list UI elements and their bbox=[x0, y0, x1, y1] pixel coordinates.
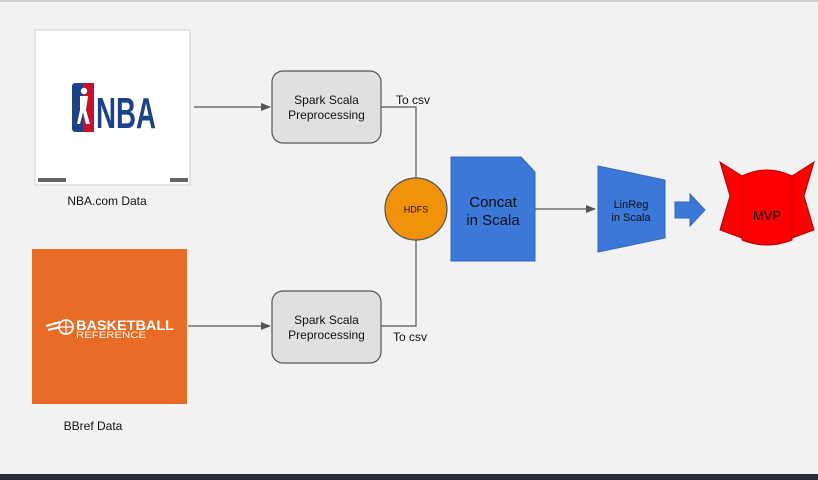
bbref-card bbox=[32, 249, 187, 404]
nba-logo-text: NBA bbox=[96, 89, 156, 138]
hdfs-label: HDFS bbox=[404, 205, 429, 215]
nba-caption: NBA.com Data bbox=[67, 194, 147, 208]
concat-line2: in Scala bbox=[466, 212, 520, 229]
preprocess-top-line2: Preprocessing bbox=[288, 108, 365, 122]
mvp-banner-icon: MVP bbox=[719, 160, 815, 246]
mvp-label: MVP bbox=[753, 208, 781, 223]
concat-node: Concat in Scala bbox=[450, 156, 536, 262]
preprocess-top-line1: Spark Scala bbox=[294, 93, 359, 107]
bbref-logo-line1: BASKETBALL bbox=[76, 317, 174, 333]
concat-line1: Concat bbox=[469, 194, 517, 211]
preprocess-bottom-box: Spark Scala Preprocessing bbox=[271, 290, 382, 364]
nba-fineprint bbox=[38, 178, 66, 182]
preprocess-top-box: Spark Scala Preprocessing bbox=[271, 70, 382, 144]
bbref-source: BASKETBALL REFERENCE BBref Data bbox=[32, 249, 187, 433]
top-border bbox=[0, 0, 818, 2]
nba-source: NBA NBA.com Data bbox=[34, 29, 191, 208]
connector-bottom-to-hdfs bbox=[381, 240, 417, 327]
block-arrow-icon bbox=[674, 192, 706, 228]
bbref-logo-line2: REFERENCE bbox=[76, 330, 146, 340]
preprocess-bottom-line2: Preprocessing bbox=[288, 328, 365, 342]
nba-logo-icon: NBA bbox=[72, 83, 156, 138]
linreg-line1: LinReg bbox=[614, 199, 649, 211]
bottom-border bbox=[0, 474, 818, 480]
preprocess-bottom-line1: Spark Scala bbox=[294, 313, 359, 327]
hdfs-node: HDFS bbox=[384, 177, 448, 241]
connector-top-to-hdfs bbox=[381, 106, 417, 178]
nba-card bbox=[34, 29, 191, 186]
nba-fineprint-right bbox=[170, 178, 188, 182]
to-csv-top-label: To csv bbox=[396, 93, 430, 107]
to-csv-bottom-label: To csv bbox=[393, 330, 427, 344]
bbref-caption: BBref Data bbox=[64, 419, 123, 433]
linreg-node: LinReg in Scala bbox=[597, 165, 666, 253]
basketball-icon bbox=[45, 319, 74, 335]
linreg-line2: in Scala bbox=[611, 212, 651, 224]
